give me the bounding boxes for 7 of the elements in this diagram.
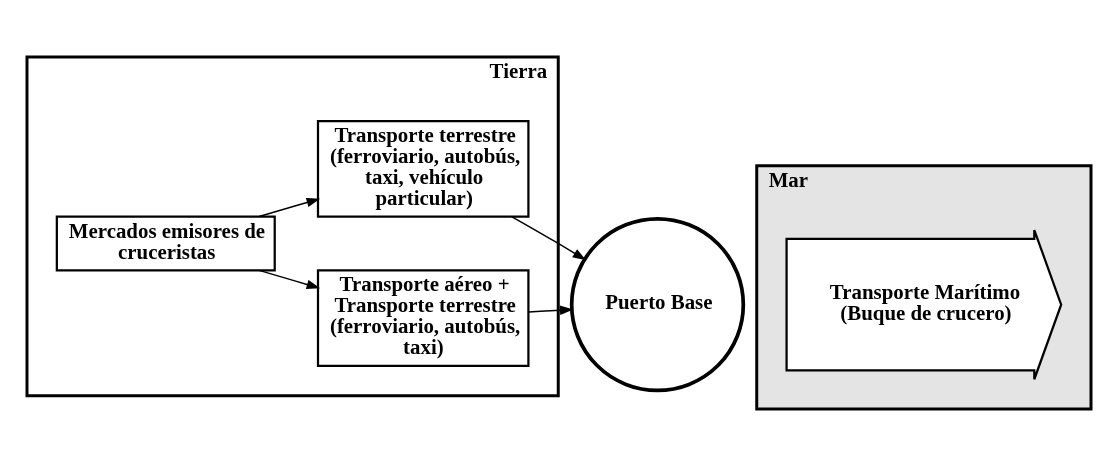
node-box: Mercados emisores de cruceristas xyxy=(55,214,276,271)
arrow xyxy=(528,305,574,315)
arrow xyxy=(511,215,587,260)
arrow xyxy=(258,197,321,217)
node-box: Transporte terrestre (ferroviario, autobús, taxi, vehículo particular) xyxy=(316,119,530,218)
node-box: Transporte aéreo + Transporte terrestre (ferroviario, autobús, taxi) xyxy=(316,268,530,367)
arrow xyxy=(258,269,321,289)
